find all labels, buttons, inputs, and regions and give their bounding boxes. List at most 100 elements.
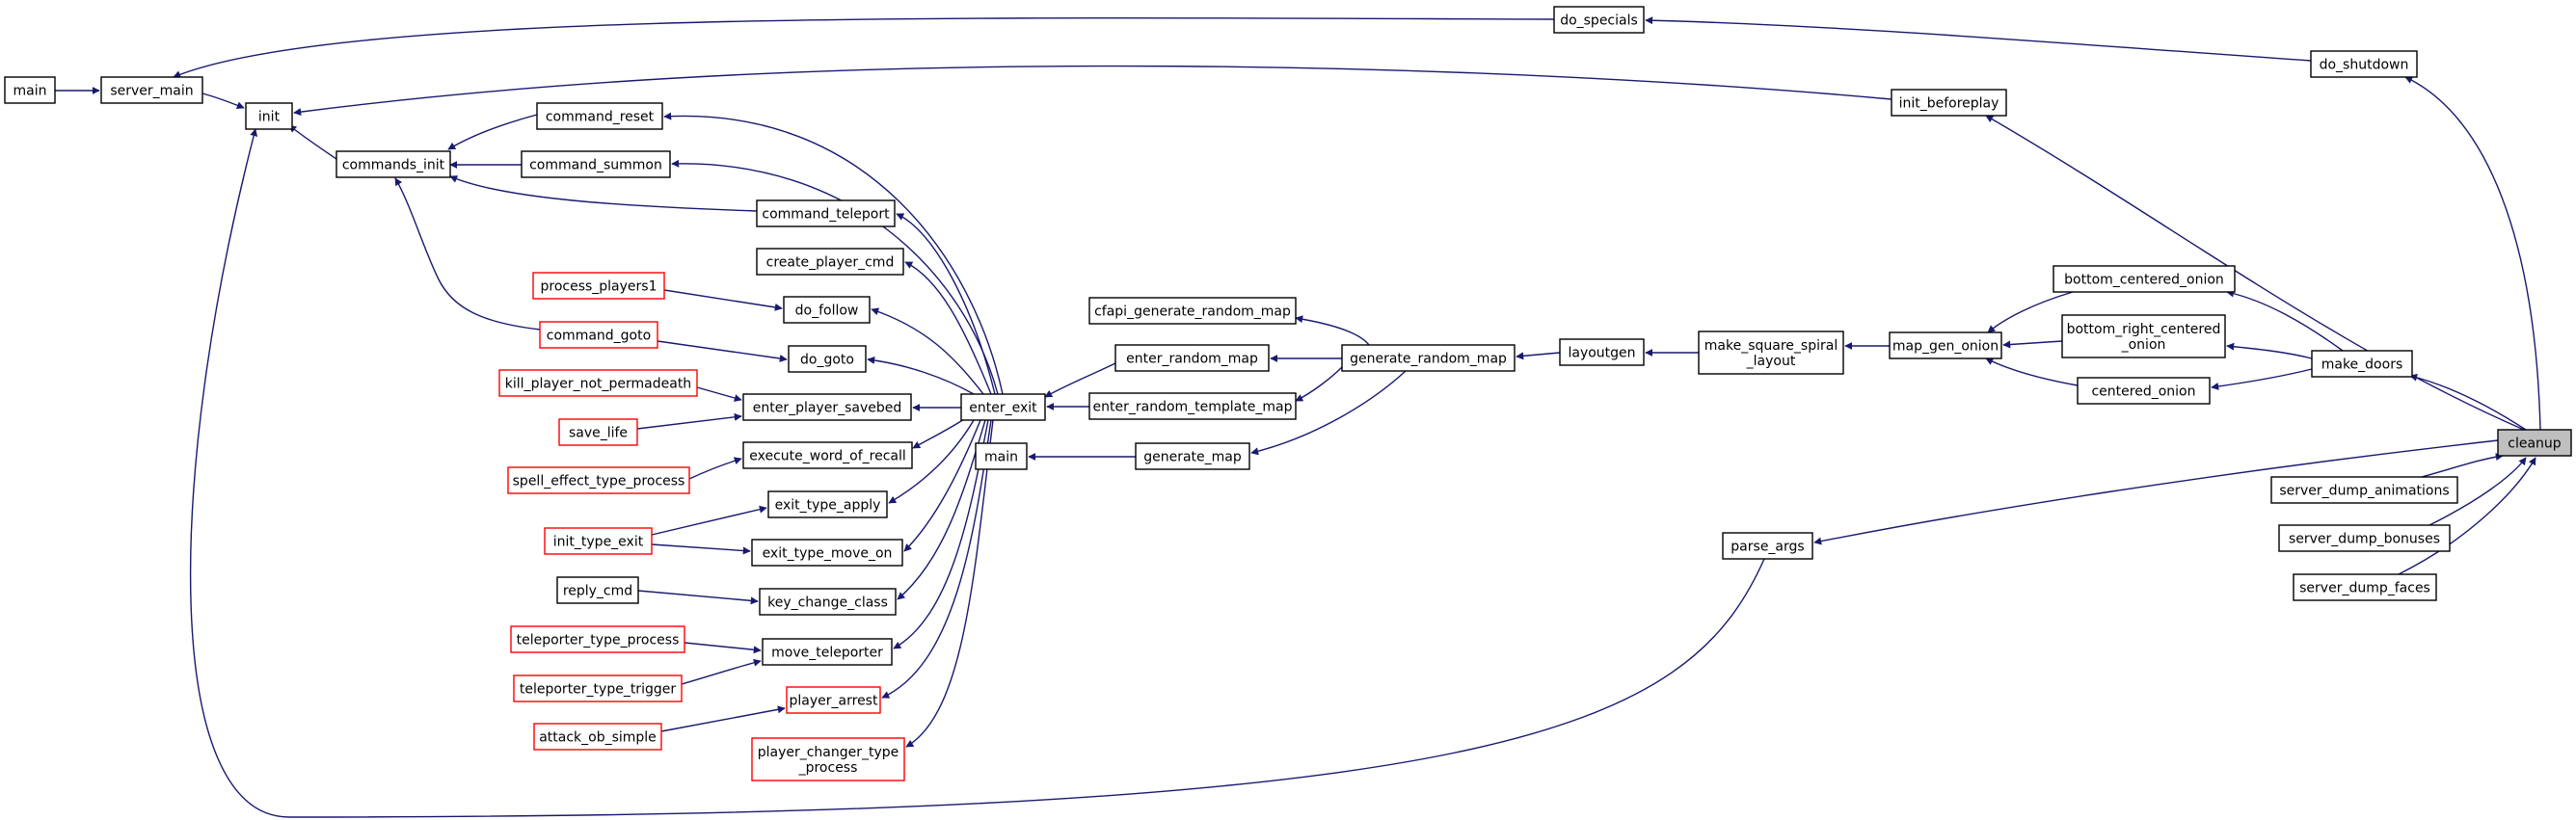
node-init_beforeplay[interactable]: init_beforeplay — [1891, 89, 2007, 117]
edge-path — [1813, 439, 2499, 545]
node-player_changer[interactable]: player_changer_type_process — [751, 737, 905, 781]
node-parse_args[interactable]: parse_args — [1722, 532, 1813, 560]
edge-server_dump_animations-to-cleanup — [2421, 453, 2504, 478]
node-create_player_cmd[interactable]: create_player_cmd — [756, 248, 904, 276]
node-teleporter_type_process[interactable]: teleporter_type_process — [510, 625, 685, 653]
node-box — [975, 442, 1028, 470]
edge-enter_exit-to-player_changer — [905, 419, 994, 748]
edge-path — [2211, 368, 2313, 390]
node-label: move_teleporter — [771, 646, 883, 661]
node-box — [2077, 377, 2211, 405]
edge-make_doors-to-bottom_centered_onion — [2226, 289, 2344, 352]
node-enter_random_map[interactable]: enter_random_map — [1114, 344, 1270, 372]
node-move_teleporter[interactable]: move_teleporter — [762, 638, 893, 666]
node-box — [742, 393, 912, 421]
node-box — [759, 588, 897, 616]
node-main2[interactable]: main — [975, 442, 1028, 470]
node-make_doors[interactable]: make_doors — [2311, 350, 2413, 378]
edge-process_players1-to-do_follow — [663, 289, 783, 311]
node-server_main[interactable]: server_main — [100, 76, 203, 104]
node-save_life[interactable]: save_life — [558, 418, 638, 446]
node-label: kill_player_not_permadeath — [505, 377, 691, 392]
edge-do_shutdown-to-do_specials — [1645, 16, 2312, 62]
node-box — [2053, 265, 2236, 293]
node-box — [1114, 344, 1270, 372]
node-enter_random_template_map[interactable]: enter_random_template_map — [1088, 392, 1297, 420]
node-player_arrest[interactable]: player_arrest — [786, 686, 881, 714]
node-exit_type_apply[interactable]: exit_type_apply — [767, 490, 888, 518]
node-box — [2061, 314, 2226, 358]
node-init[interactable]: init — [245, 102, 293, 130]
edge-enter_random_map-to-enter_exit — [1044, 362, 1116, 398]
node-generate_random_map[interactable]: generate_random_map — [1341, 344, 1516, 372]
node-kill_player[interactable]: kill_player_not_permadeath — [498, 369, 698, 397]
node-server_dump_animations[interactable]: server_dump_animations — [2270, 476, 2458, 504]
node-do_shutdown[interactable]: do_shutdown — [2310, 50, 2418, 78]
node-box — [788, 345, 867, 373]
edge-enter_exit-to-exit_type_move_on — [903, 419, 981, 552]
node-bottom_right_centered_onion[interactable]: bottom_right_centered_onion — [2061, 314, 2226, 358]
edge-path — [903, 419, 981, 552]
node-teleporter_type_trigger[interactable]: teleporter_type_trigger — [513, 675, 683, 702]
node-cleanup[interactable]: cleanup — [2497, 429, 2572, 457]
node-server_dump_bonuses[interactable]: server_dump_bonuses — [2278, 524, 2451, 552]
node-command_teleport[interactable]: command_teleport — [756, 199, 896, 227]
node-exit_type_move_on[interactable]: exit_type_move_on — [751, 539, 903, 567]
node-box — [100, 76, 203, 104]
node-centered_onion[interactable]: centered_onion — [2077, 377, 2211, 405]
edge-path — [2421, 453, 2504, 478]
edge-enter_exit-to-do_follow — [871, 307, 984, 395]
edge-init_type_exit-to-exit_type_move_on — [651, 543, 751, 555]
node-do_follow[interactable]: do_follow — [783, 296, 871, 324]
node-cfapi_generate_random_map[interactable]: cfapi_generate_random_map — [1088, 297, 1297, 325]
node-generate_map[interactable]: generate_map — [1135, 442, 1250, 470]
edge-commands_init-to-init — [288, 124, 337, 160]
node-map_gen_onion[interactable]: map_gen_onion — [1889, 331, 2002, 359]
node-process_players1[interactable]: process_players1 — [532, 272, 665, 300]
node-label: server_dump_animations — [2279, 484, 2449, 499]
node-command_goto[interactable]: command_goto — [539, 321, 658, 349]
edge-spell_effect-to-execute_word_of_recall — [688, 457, 742, 480]
edge-path — [904, 261, 992, 395]
node-execute_word_of_recall[interactable]: execute_word_of_recall — [742, 441, 913, 469]
node-label: layoutgen — [1568, 346, 1635, 361]
node-spell_effect[interactable]: spell_effect_type_process — [507, 466, 690, 494]
node-label: exit_type_move_on — [763, 546, 893, 562]
node-command_reset[interactable]: command_reset — [536, 102, 663, 130]
node-layoutgen[interactable]: layoutgen — [1559, 338, 1645, 366]
node-box — [1889, 331, 2002, 359]
edge-path — [1516, 352, 1561, 360]
node-label: command_goto — [547, 329, 651, 344]
node-key_change_class[interactable]: key_change_class — [759, 588, 897, 616]
node-command_summon[interactable]: command_summon — [521, 150, 671, 178]
node-init_type_exit[interactable]: init_type_exit — [544, 527, 653, 555]
node-commands_init[interactable]: commands_init — [335, 150, 451, 178]
edge-cleanup-to-init_beforeplay — [1985, 115, 2525, 431]
edge-enter_exit-to-create_player_cmd — [904, 261, 992, 395]
node-main1[interactable]: main — [4, 76, 56, 104]
node-label: cleanup — [2508, 436, 2562, 452]
node-server_dump_faces[interactable]: server_dump_faces — [2293, 573, 2437, 601]
node-attack_ob_simple[interactable]: attack_ob_simple — [533, 723, 662, 751]
node-box — [2278, 524, 2451, 552]
node-label: main — [984, 450, 1018, 465]
node-box — [783, 296, 871, 324]
edge-enter_exit-to-command_summon — [671, 159, 999, 395]
node-label: bottom_right_centered — [2067, 322, 2221, 337]
node-enter_exit[interactable]: enter_exit — [960, 393, 1046, 421]
node-label: do_specials — [1560, 13, 1638, 29]
edge-server_dump_faces-to-cleanup — [2398, 457, 2536, 575]
node-do_goto[interactable]: do_goto — [788, 345, 867, 373]
edge-cleanup-to-do_shutdown — [2404, 76, 2541, 431]
edge-reply_cmd-to-key_change_class — [637, 590, 759, 605]
node-label: spell_effect_type_process — [513, 474, 685, 489]
edge-path — [657, 340, 788, 362]
edge-path — [905, 419, 994, 748]
node-reply_cmd[interactable]: reply_cmd — [556, 576, 639, 604]
node-do_specials[interactable]: do_specials — [1553, 6, 1645, 34]
node-label: generate_random_map — [1350, 352, 1507, 367]
node-enter_player_savebed[interactable]: enter_player_savebed — [742, 393, 912, 421]
node-bottom_centered_onion[interactable]: bottom_centered_onion — [2053, 265, 2236, 293]
node-make_square_spiral_layout[interactable]: make_square_spiral_layout — [1698, 331, 1844, 375]
node-box — [1088, 392, 1297, 420]
